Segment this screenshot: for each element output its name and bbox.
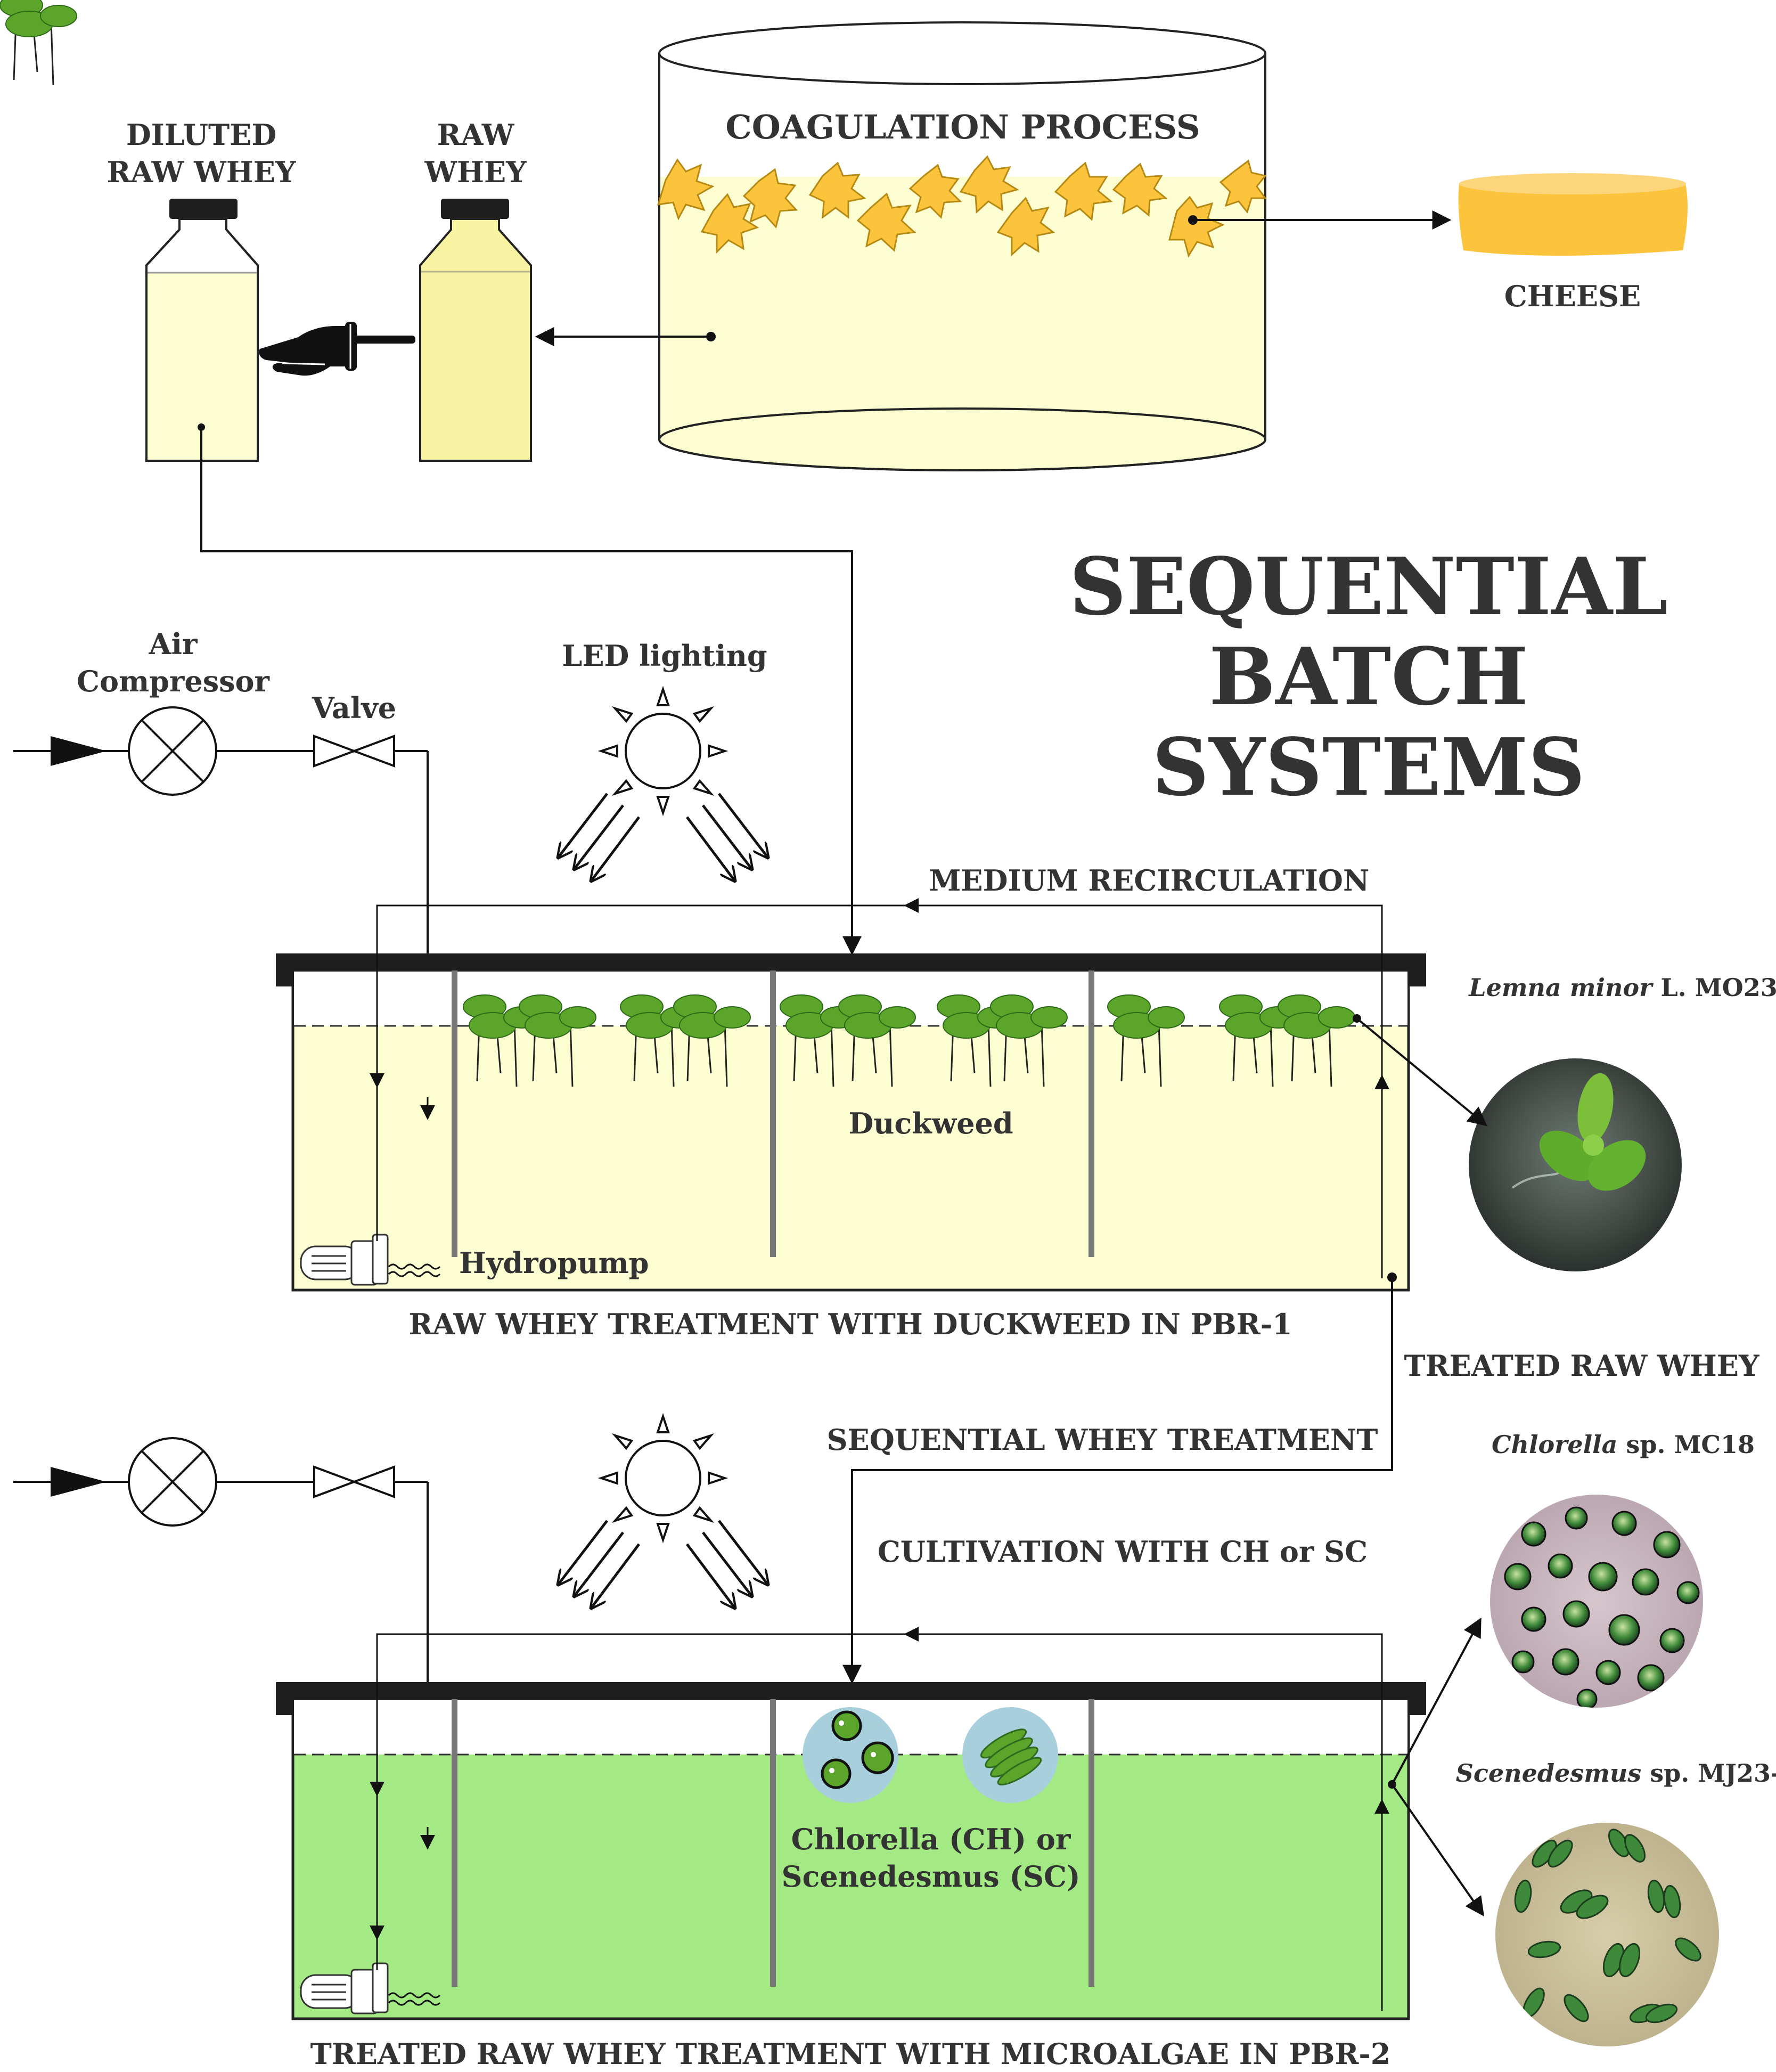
microalgae-label-1: Chlorella (CH) or (791, 1822, 1071, 1856)
diluted-raw-whey-bottle (145, 199, 259, 462)
duckweed-plants (0, 0, 1356, 1088)
lemna-photo (1469, 1058, 1682, 1271)
air-compressor-label-1: Air (149, 627, 198, 661)
treated-whey-connector (842, 1277, 1393, 1684)
valve-icon (313, 735, 395, 768)
valve-label: Valve (312, 691, 396, 725)
cheese-wheel (1458, 173, 1688, 256)
raw-bottle-label-1: RAW (437, 118, 515, 152)
medium-recirculation-label: MEDIUM RECIRCULATION (929, 863, 1370, 898)
compressor-icon (128, 1437, 217, 1527)
curd-particles (657, 155, 1267, 258)
tank-outlet-dot (706, 332, 716, 341)
lemna-label: Lemna minor L. MO23 (1468, 973, 1776, 1002)
sun-icon (598, 686, 729, 817)
light-rays-2 (558, 1520, 768, 1608)
coagulation-title: COAGULATION PROCESS (725, 108, 1200, 146)
microalgae-connectors (1391, 1617, 1485, 1916)
scenedesmus-photo (1495, 1823, 1719, 2046)
hand-pointer-icon (259, 322, 415, 376)
title-line-1: SEQUENTIAL (1069, 540, 1668, 633)
pbr-1-caption: RAW WHEY TREATMENT WITH DUCKWEED IN PBR-… (408, 1307, 1292, 1341)
hydropump-icon (300, 1234, 441, 1286)
scenedesmus-sp-label: Scenedesmus sp. MJ23-R (1456, 1759, 1776, 1788)
chlorella-sp-label: Chlorella sp. MC18 (1492, 1430, 1755, 1459)
light-rays-1 (558, 793, 768, 881)
scenedesmus-icon (962, 1707, 1058, 1803)
pbr-1-outlet-dot (1387, 1272, 1397, 1282)
recirculation-line-1 (370, 898, 1389, 1278)
duckweed-label: Duckweed (848, 1106, 1013, 1140)
cultivation-label: CULTIVATION WITH CH or SC (878, 1535, 1368, 1569)
diluted-bottle-label-2: RAW WHEY (107, 155, 297, 189)
chlorella-icon (803, 1707, 898, 1803)
diluted-bottle-label-1: DILUTED (126, 118, 276, 152)
pbr-2-caption: TREATED RAW WHEY TREATMENT WITH MICROALG… (310, 2037, 1391, 2071)
microalgae-label-2: Scenedesmus (SC) (781, 1859, 1080, 1894)
compressor-icon (128, 706, 217, 796)
top-connectors (200, 210, 1452, 956)
led-lighting-label: LED lighting (562, 639, 767, 673)
inlet-arrow-2 (51, 1467, 107, 1497)
sequential-treatment-label: SEQUENTIAL WHEY TREATMENT (827, 1423, 1378, 1457)
chlorella-photo (1490, 1495, 1703, 1708)
lemna-connector (1356, 1017, 1487, 1127)
recirculation-line-2 (370, 1627, 1389, 2011)
pbr-2-tank (276, 1682, 1426, 2020)
raw-bottle-label-2: WHEY (424, 155, 527, 189)
sun-icon (598, 1413, 729, 1544)
valve-icon (313, 1465, 395, 1498)
title-line-2: BATCH (1209, 630, 1528, 723)
raw-whey-bottle (419, 199, 532, 462)
treated-raw-whey-label: TREATED RAW WHEY (1404, 1349, 1759, 1383)
inlet-arrow-1 (51, 736, 107, 766)
hydropump-icon (300, 1962, 441, 2014)
air-compressor-label-2: Compressor (77, 664, 270, 698)
coagulation-tank (658, 21, 1266, 471)
cheese-label: CHEESE (1504, 279, 1641, 313)
title-line-3: SYSTEMS (1152, 721, 1585, 813)
hydropump-label: Hydropump (459, 1246, 649, 1280)
